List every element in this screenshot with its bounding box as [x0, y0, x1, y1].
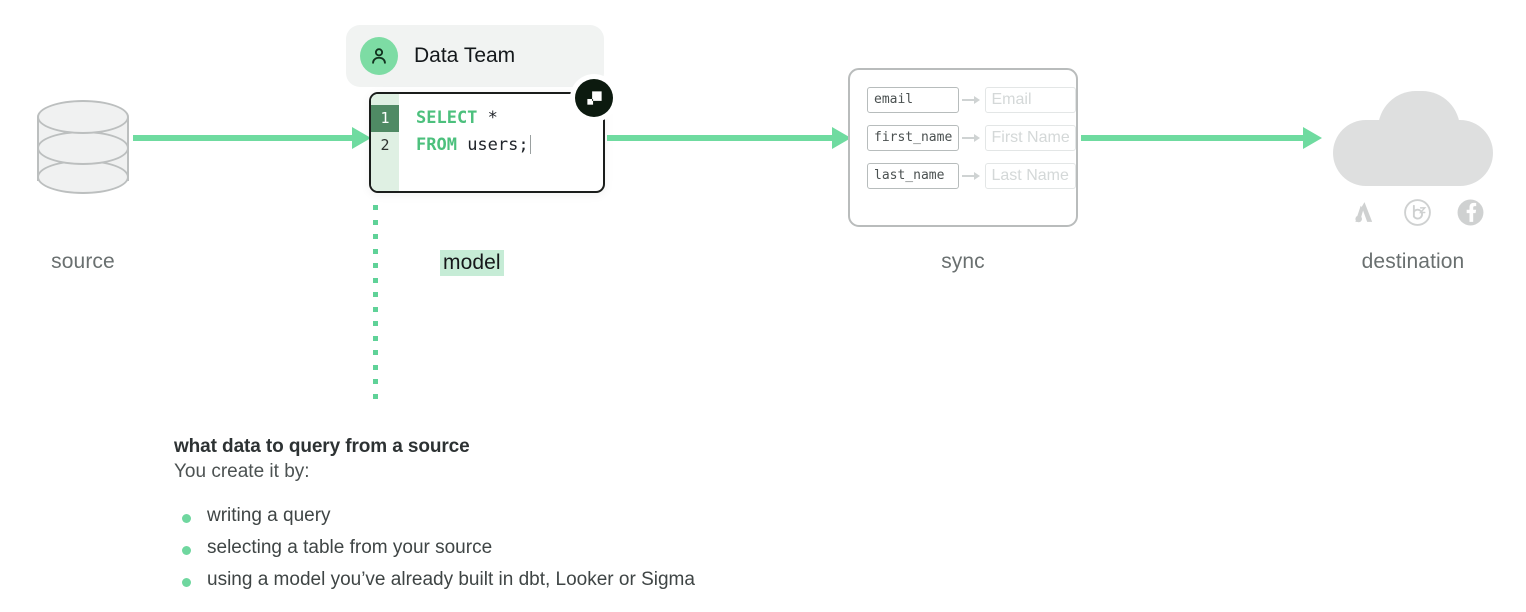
line-number-2: 2 [380, 136, 390, 154]
arrow-shaft [607, 135, 832, 141]
source-caption: source [51, 250, 115, 273]
target-field[interactable]: First Name [984, 125, 1076, 151]
arrow-sync-to-destination [1081, 127, 1322, 149]
sql-editor[interactable]: 1 2 SELECT * FROM users; [369, 92, 605, 193]
arrow-shaft [133, 135, 352, 141]
callout-subheading: You create it by: [174, 461, 310, 482]
source-field[interactable]: last_name [867, 163, 959, 189]
destination-app-icons [1350, 198, 1485, 232]
text-caret [529, 135, 531, 154]
code-line-1: SELECT * [416, 105, 603, 132]
source-database-icon [37, 100, 129, 194]
dot [373, 278, 378, 283]
data-team-chip[interactable]: Data Team [346, 25, 604, 87]
arrow-source-to-model [133, 127, 371, 149]
braze-icon [1403, 198, 1432, 232]
dot [373, 220, 378, 225]
list-item: writing a query [174, 505, 695, 527]
list-item: selecting a table from your source [174, 537, 695, 559]
cloud-lobe-base [1333, 120, 1493, 186]
target-field[interactable]: Email [984, 87, 1076, 113]
arrow-head [1303, 127, 1322, 149]
target-field[interactable]: Last Name [984, 163, 1076, 189]
mapping-row: email Email [867, 87, 1076, 113]
hightouch-glyph [586, 90, 602, 105]
dot [373, 234, 378, 239]
editor-gutter: 1 2 [371, 94, 399, 191]
dot [373, 307, 378, 312]
model-caption: model [440, 250, 504, 276]
source-field[interactable]: email [867, 87, 959, 113]
map-arrow-icon [961, 95, 982, 105]
db-disc-top [37, 100, 129, 134]
dot [373, 336, 378, 341]
dot [373, 292, 378, 297]
sync-caption: sync [941, 250, 985, 273]
dot [373, 365, 378, 370]
map-arrow-icon [961, 133, 982, 143]
sql-keyword-from: FROM [416, 135, 457, 155]
sql-rest-1: * [477, 108, 498, 128]
mapping-row: first_name First Name [867, 125, 1076, 151]
user-avatar-icon [360, 37, 398, 75]
dotted-connector [373, 205, 378, 401]
sql-rest-2: users; [456, 135, 529, 155]
db-disc-bottom [37, 160, 129, 194]
hightouch-logo-icon [575, 79, 613, 117]
sql-keyword-select: SELECT [416, 108, 478, 128]
data-team-label: Data Team [414, 44, 516, 67]
list-item: using a model you’ve already built in db… [174, 569, 695, 591]
dot [373, 321, 378, 326]
arrow-head [832, 127, 851, 149]
facebook-icon [1456, 198, 1485, 232]
callout-bullet-list: writing a query selecting a table from y… [174, 505, 695, 591]
callout-heading: what data to query from a source [174, 436, 470, 457]
arrow-model-to-sync [607, 127, 851, 149]
dot [373, 249, 378, 254]
db-disc-middle [37, 131, 129, 165]
arrow-head [352, 127, 371, 149]
cloud-icon [1333, 91, 1493, 186]
source-field[interactable]: first_name [867, 125, 959, 151]
destination-caption: destination [1361, 250, 1465, 273]
mapping-row: last_name Last Name [867, 163, 1076, 189]
map-arrow-icon [961, 171, 982, 181]
google-ads-icon [1350, 198, 1379, 232]
arrow-shaft [1081, 135, 1303, 141]
line-number-1: 1 [371, 105, 399, 132]
code-line-2: FROM users; [416, 132, 603, 159]
dot [373, 263, 378, 268]
dot [373, 394, 378, 399]
dot [373, 350, 378, 355]
dot [373, 205, 378, 210]
editor-code[interactable]: SELECT * FROM users; [399, 94, 603, 191]
sync-panel[interactable]: email Email first_name First Name last_n… [848, 68, 1078, 227]
callout-block: what data to query from a source You cre… [174, 436, 695, 601]
dot [373, 379, 378, 384]
